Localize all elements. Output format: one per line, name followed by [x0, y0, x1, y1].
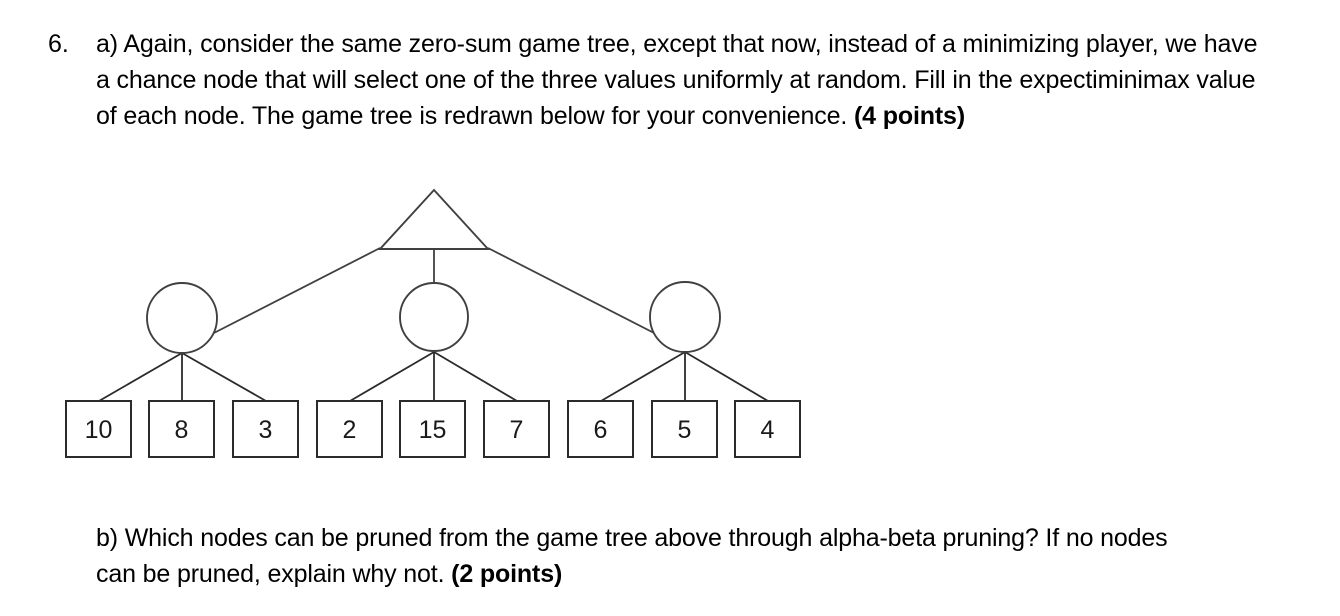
question-number: 6.	[48, 30, 69, 58]
leaf-box-9	[734, 400, 801, 458]
edge-root-to-chance-1	[209, 247, 381, 336]
leaf-node-7: 6	[567, 400, 634, 458]
leaf-value-5: 15	[419, 416, 447, 444]
leaf-box-1	[65, 400, 132, 458]
leaf-value-3: 3	[259, 416, 273, 444]
leaf-value-8: 5	[678, 416, 692, 444]
leaf-value-1: 10	[85, 416, 113, 444]
leaf-box-7	[567, 400, 634, 458]
leaf-node-2: 8	[148, 400, 215, 458]
leaf-nodes: 10 8 3 2 15 7	[65, 400, 801, 458]
edge-chance2-leaf6	[433, 351, 518, 402]
leaf-node-9: 4	[734, 400, 801, 458]
leaf-node-3: 3	[232, 400, 299, 458]
leaf-box-2	[148, 400, 215, 458]
edge-root-to-chance-3	[487, 247, 659, 336]
edge-chance1-leaf3	[181, 352, 267, 402]
leaf-box-6	[483, 400, 550, 458]
leaf-box-4	[316, 400, 383, 458]
question-6b-points: (2 points)	[451, 560, 563, 588]
edge-chance3-leaf9	[684, 351, 769, 402]
leaf-box-8	[651, 400, 718, 458]
leaf-box-3	[232, 400, 299, 458]
edge-chance3-leaf7	[600, 351, 686, 402]
leaf-value-6: 7	[510, 416, 524, 444]
leaf-node-5: 15	[399, 400, 466, 458]
leaf-value-2: 8	[175, 416, 189, 444]
question-6b-body: b) Which nodes can be pruned from the ga…	[96, 524, 1168, 588]
chance-1-to-leaf-edges	[98, 352, 267, 402]
leaf-node-8: 5	[651, 400, 718, 458]
leaf-node-1: 10	[65, 400, 132, 458]
chance-3-to-leaf-edges	[600, 351, 769, 402]
chance-node-3	[649, 281, 721, 353]
leaf-box-5	[399, 400, 466, 458]
leaf-node-4: 2	[316, 400, 383, 458]
root-triangle-node	[377, 188, 491, 250]
chance-2-to-leaf-edges	[349, 351, 518, 402]
edge-chance2-leaf4	[349, 351, 435, 402]
game-tree-diagram: 10 8 3 2 15 7	[0, 175, 880, 475]
leaf-value-4: 2	[343, 416, 357, 444]
leaf-value-7: 6	[594, 416, 608, 444]
leaf-node-6: 7	[483, 400, 550, 458]
question-6a-points: (4 points)	[854, 102, 965, 130]
question-6b-block: b) Which nodes can be pruned from the ga…	[96, 520, 1211, 592]
question-6a-text: a) Again, consider the same zero-sum gam…	[96, 26, 1261, 134]
question-6a-body: a) Again, consider the same zero-sum gam…	[96, 30, 1258, 130]
leaf-value-9: 4	[761, 416, 775, 444]
chance-node-1	[146, 282, 218, 354]
edge-chance1-leaf1	[98, 352, 183, 402]
chance-node-2	[399, 282, 469, 352]
